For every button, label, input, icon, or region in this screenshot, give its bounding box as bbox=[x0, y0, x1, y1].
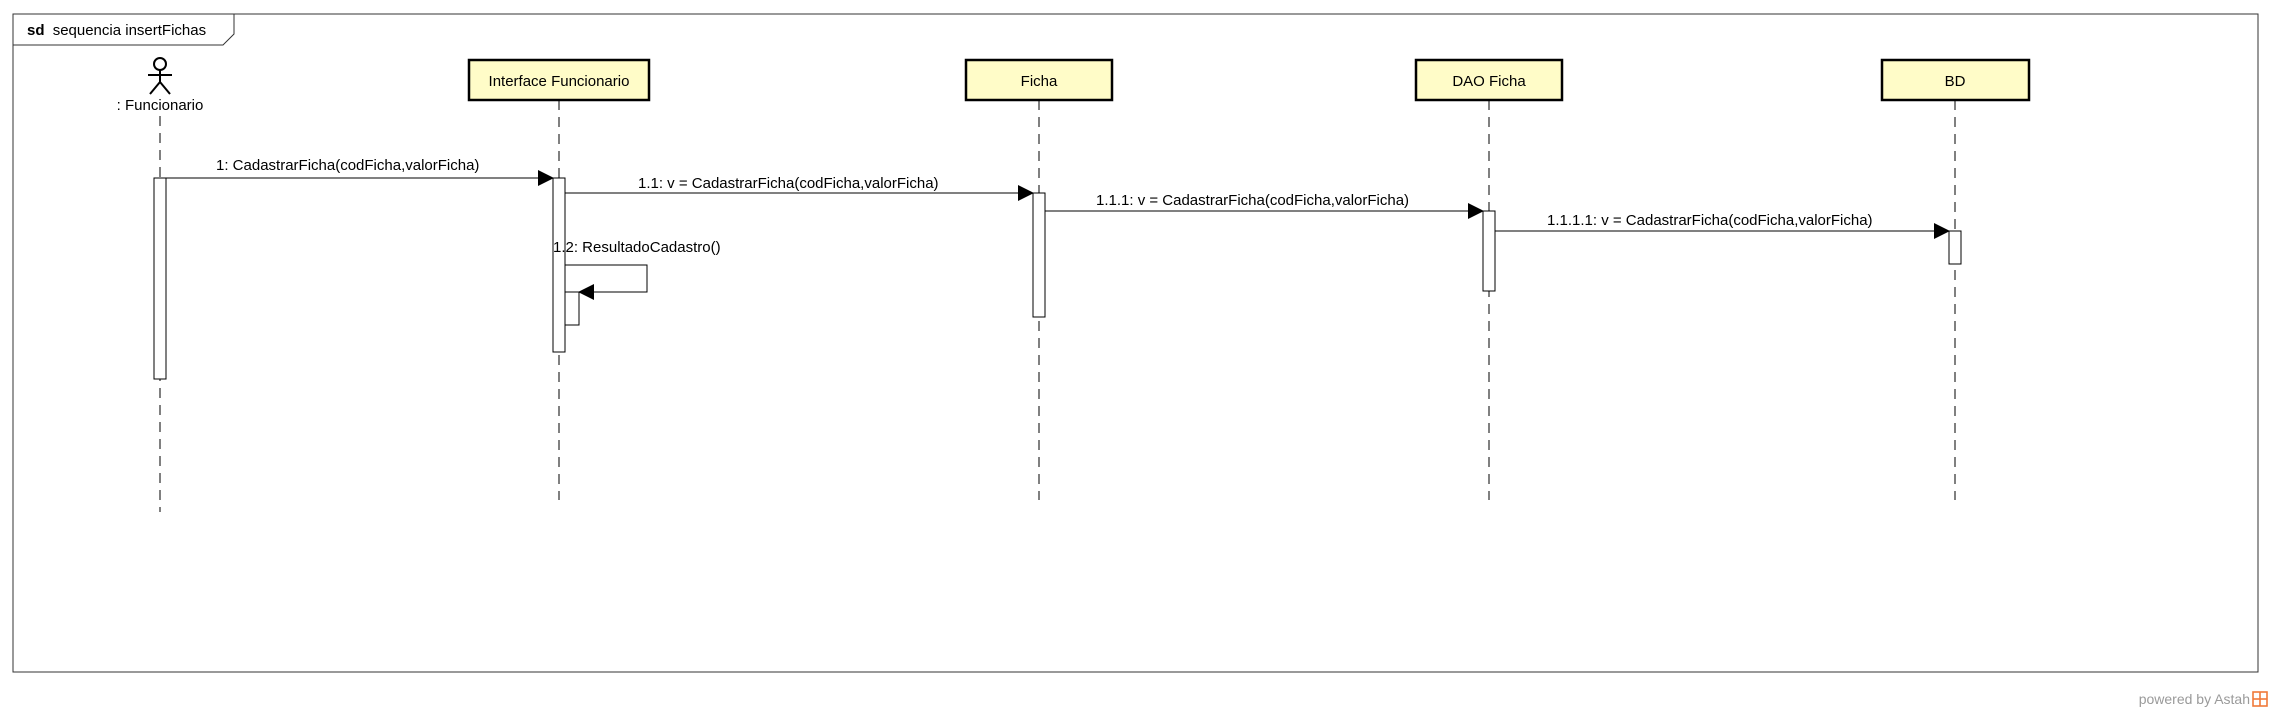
lifeline-dao-ficha[interactable]: DAO Ficha bbox=[1414, 58, 1564, 500]
message-label: 1.1: v = CadastrarFicha(codFicha,valorFi… bbox=[638, 175, 939, 192]
message-label: 1.2: ResultadoCadastro() bbox=[553, 239, 721, 256]
message-1-2-self[interactable]: 1.2: ResultadoCadastro() bbox=[553, 239, 721, 300]
object-label: BD bbox=[1945, 73, 1966, 90]
object-box bbox=[1414, 58, 1564, 102]
message-arrow bbox=[565, 264, 648, 300]
activation-bar-interface-self bbox=[564, 291, 580, 326]
object-box bbox=[467, 58, 651, 102]
object-label: Ficha bbox=[1021, 73, 1058, 90]
message-1-1-1[interactable]: 1.1.1: v = CadastrarFicha(codFicha,valor… bbox=[1045, 192, 1484, 219]
diagram-frame: sd sequencia insertFichas bbox=[12, 13, 2259, 673]
message-1-1[interactable]: 1.1: v = CadastrarFicha(codFicha,valorFi… bbox=[565, 175, 1034, 201]
message-label: 1: CadastrarFicha(codFicha,valorFicha) bbox=[216, 157, 479, 174]
message-label: 1.1.1: v = CadastrarFicha(codFicha,valor… bbox=[1096, 192, 1409, 209]
activation-bar-ficha bbox=[1032, 192, 1046, 318]
message-label: 1.1.1.1: v = CadastrarFicha(codFicha,val… bbox=[1547, 212, 1873, 229]
activation-bar-funcionario bbox=[153, 177, 167, 380]
actor-icon bbox=[148, 57, 172, 95]
lifeline-interface-funcionario[interactable]: Interface Funcionario bbox=[467, 58, 651, 500]
actor-label: : Funcionario bbox=[117, 97, 204, 114]
frame-keyword: sd bbox=[27, 22, 45, 39]
powered-by-footer: powered by Astah bbox=[2139, 691, 2268, 707]
object-label: Interface Funcionario bbox=[489, 73, 630, 90]
message-1[interactable]: 1: CadastrarFicha(codFicha,valorFicha) bbox=[166, 157, 554, 186]
frame-title: sequencia insertFichas bbox=[53, 22, 206, 39]
svg-text:sd sequencia insertFicha: sd sequencia insertFichas bbox=[27, 22, 206, 39]
powered-by-label: powered by Astah bbox=[2139, 691, 2250, 707]
activation-bar-interface bbox=[552, 177, 566, 353]
activation-bar-bd bbox=[1948, 230, 1962, 265]
lifeline-ficha[interactable]: Ficha bbox=[964, 58, 1114, 500]
activation-bar-dao bbox=[1482, 210, 1496, 292]
object-label: DAO Ficha bbox=[1452, 73, 1526, 90]
message-1-1-1-1[interactable]: 1.1.1.1: v = CadastrarFicha(codFicha,val… bbox=[1495, 212, 1950, 239]
lifeline-bd[interactable]: BD bbox=[1880, 58, 2031, 500]
lifeline-funcionario[interactable]: : Funcionario bbox=[117, 57, 204, 512]
astah-logo-icon bbox=[2252, 691, 2268, 707]
